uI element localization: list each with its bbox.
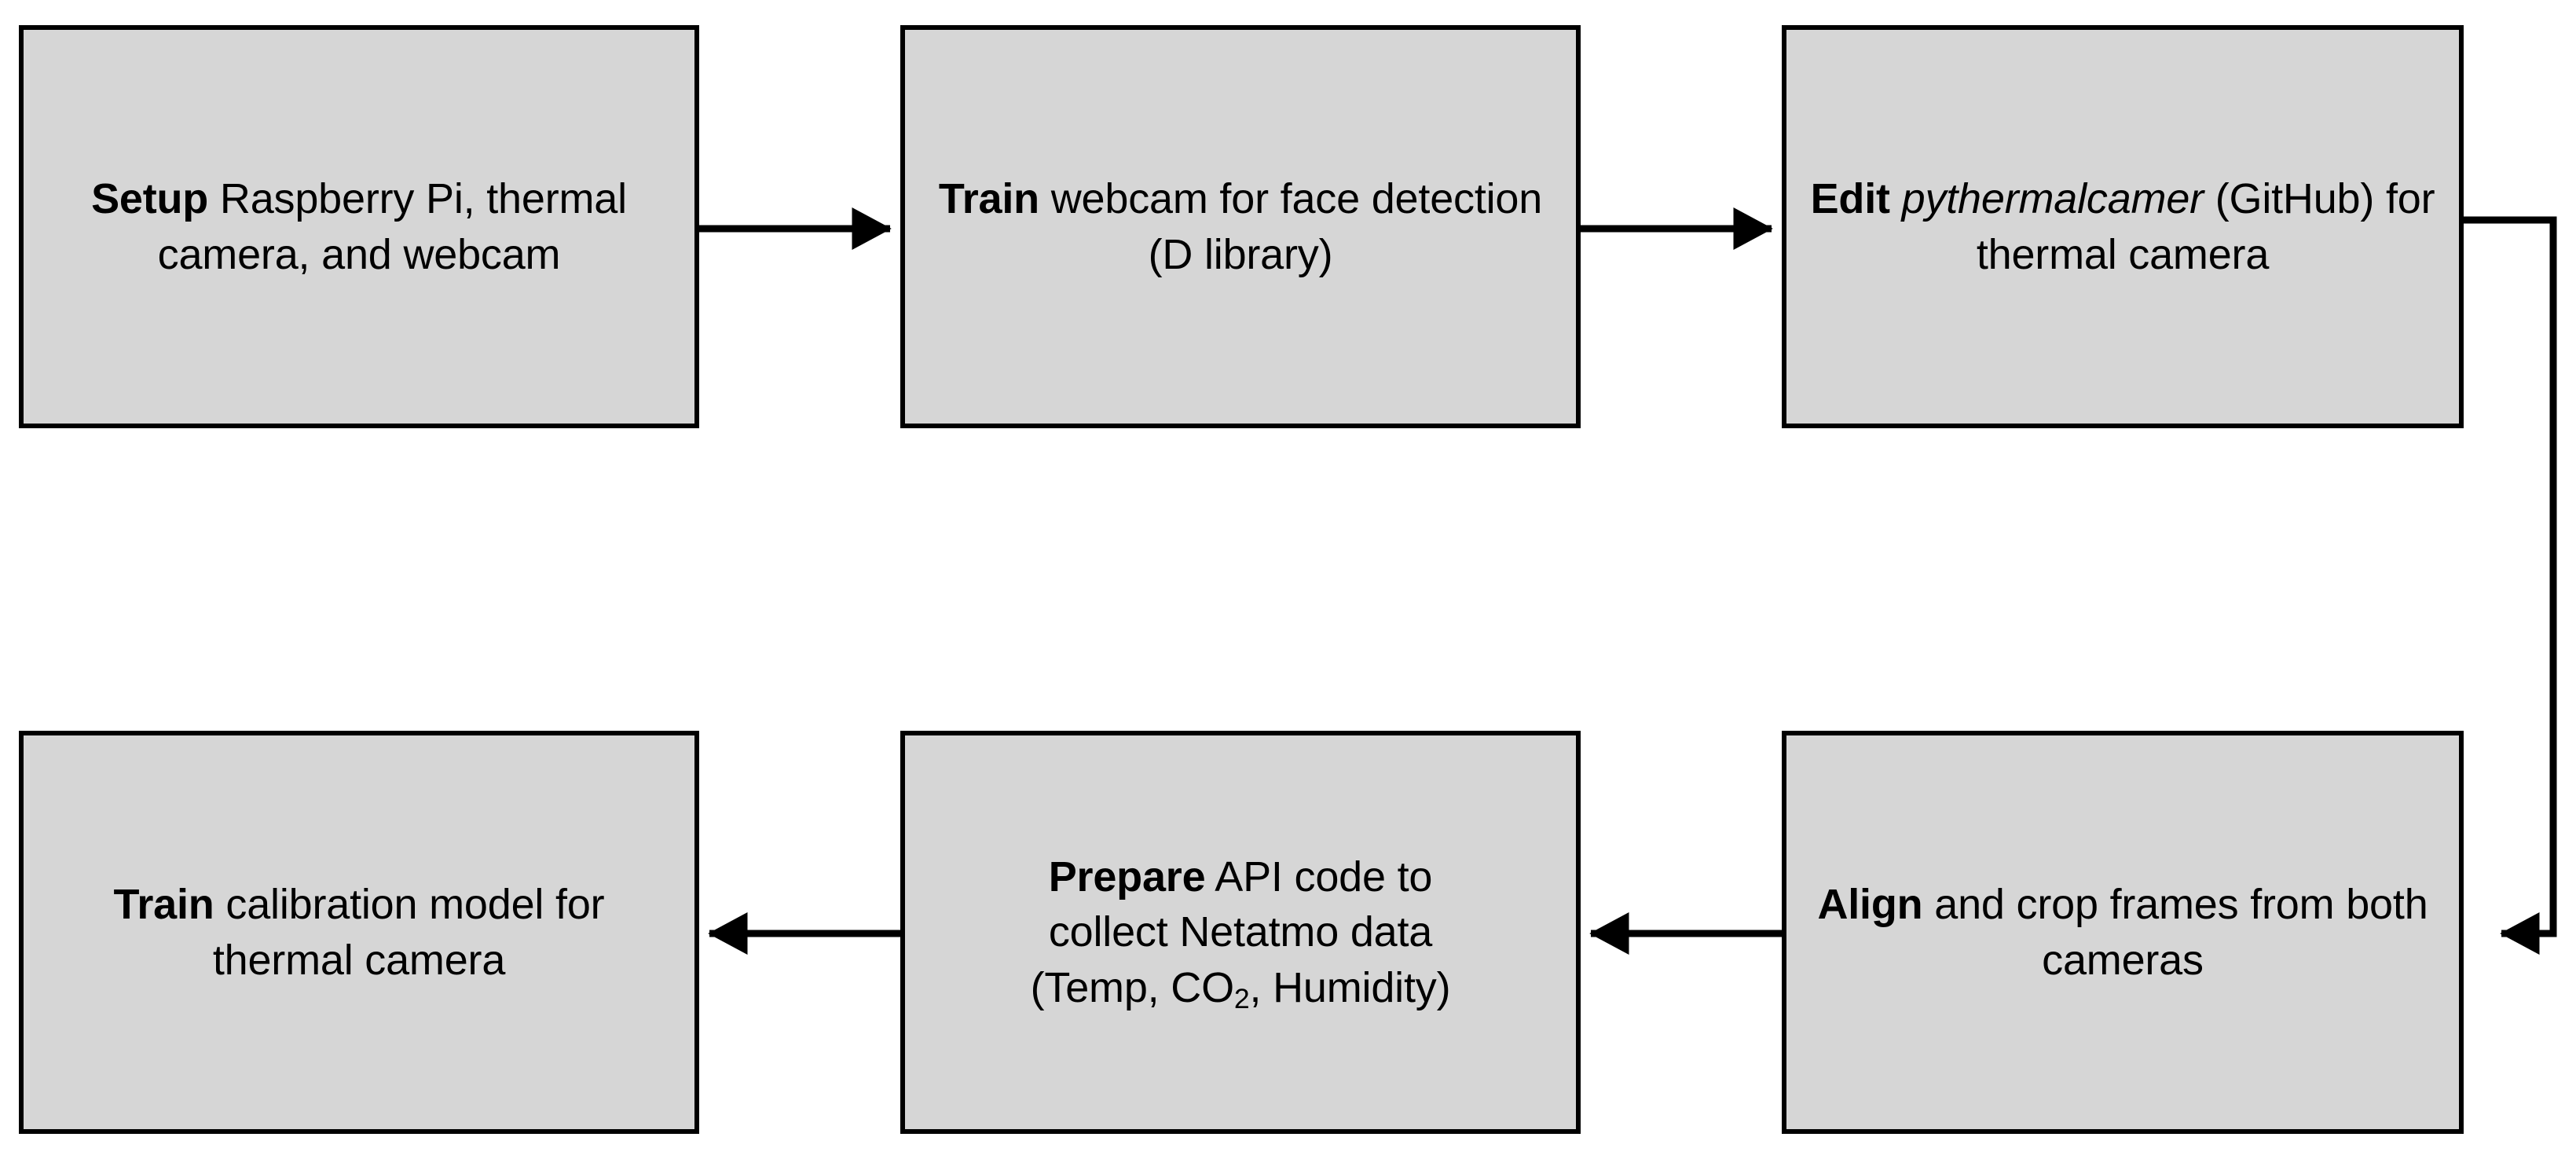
node-prepare-api-line2: collect Netatmo data xyxy=(1048,908,1433,956)
node-train-calibration-rest: calibration model for thermal camera xyxy=(212,881,605,984)
node-setup-label: Setup Raspberry Pi, thermal camera, and … xyxy=(41,171,677,281)
node-train-webcam-emphasis: Train xyxy=(938,175,1039,223)
node-train-webcam-label: Train webcam for face detection (D libra… xyxy=(922,171,1559,281)
node-edit-pythermalcamer[interactable]: Edit pythermalcamer (GitHub) for thermal… xyxy=(1782,25,2464,428)
node-train-webcam-rest: webcam for face detection (D library) xyxy=(1039,175,1543,278)
node-train-calibration-emphasis: Train xyxy=(113,881,214,929)
node-setup-emphasis: Setup xyxy=(91,175,209,223)
node-align-crop-rest: and crop frames from both cameras xyxy=(1922,881,2428,984)
node-prepare-api-label: Prepare API code to collect Netatmo data… xyxy=(1031,849,1451,1015)
node-train-calibration[interactable]: Train calibration model for thermal came… xyxy=(19,731,699,1134)
node-edit-label: Edit pythermalcamer (GitHub) for thermal… xyxy=(1804,171,2442,281)
node-align-crop-label: Align and crop frames from both cameras xyxy=(1804,877,2442,987)
node-prepare-api-line3b: , Humidity) xyxy=(1249,963,1451,1011)
co2-subscript: 2 xyxy=(1233,982,1250,1014)
connector-line xyxy=(2464,216,2557,955)
node-train-webcam[interactable]: Train webcam for face detection (D libra… xyxy=(900,25,1581,428)
connector-edit-to-align-loop xyxy=(2464,216,2557,955)
node-edit-italic-term: pythermalcamer xyxy=(1901,175,2204,223)
node-prepare-api-emphasis: Prepare xyxy=(1048,853,1206,901)
node-setup[interactable]: Setup Raspberry Pi, thermal camera, and … xyxy=(19,25,699,428)
node-train-calibration-label: Train calibration model for thermal came… xyxy=(41,877,677,987)
node-prepare-api-line3a: (Temp, CO xyxy=(1030,963,1234,1011)
node-edit-emphasis: Edit xyxy=(1810,175,1890,223)
node-edit-rest: (GitHub) for thermal camera xyxy=(1976,175,2435,278)
node-align-crop[interactable]: Align and crop frames from both cameras xyxy=(1782,731,2464,1134)
node-align-crop-emphasis: Align xyxy=(1817,881,1923,929)
node-prepare-api-line1: API code to xyxy=(1205,853,1433,901)
node-prepare-api[interactable]: Prepare API code to collect Netatmo data… xyxy=(900,731,1581,1134)
node-setup-rest: Raspberry Pi, thermal camera, and webcam xyxy=(157,175,627,278)
